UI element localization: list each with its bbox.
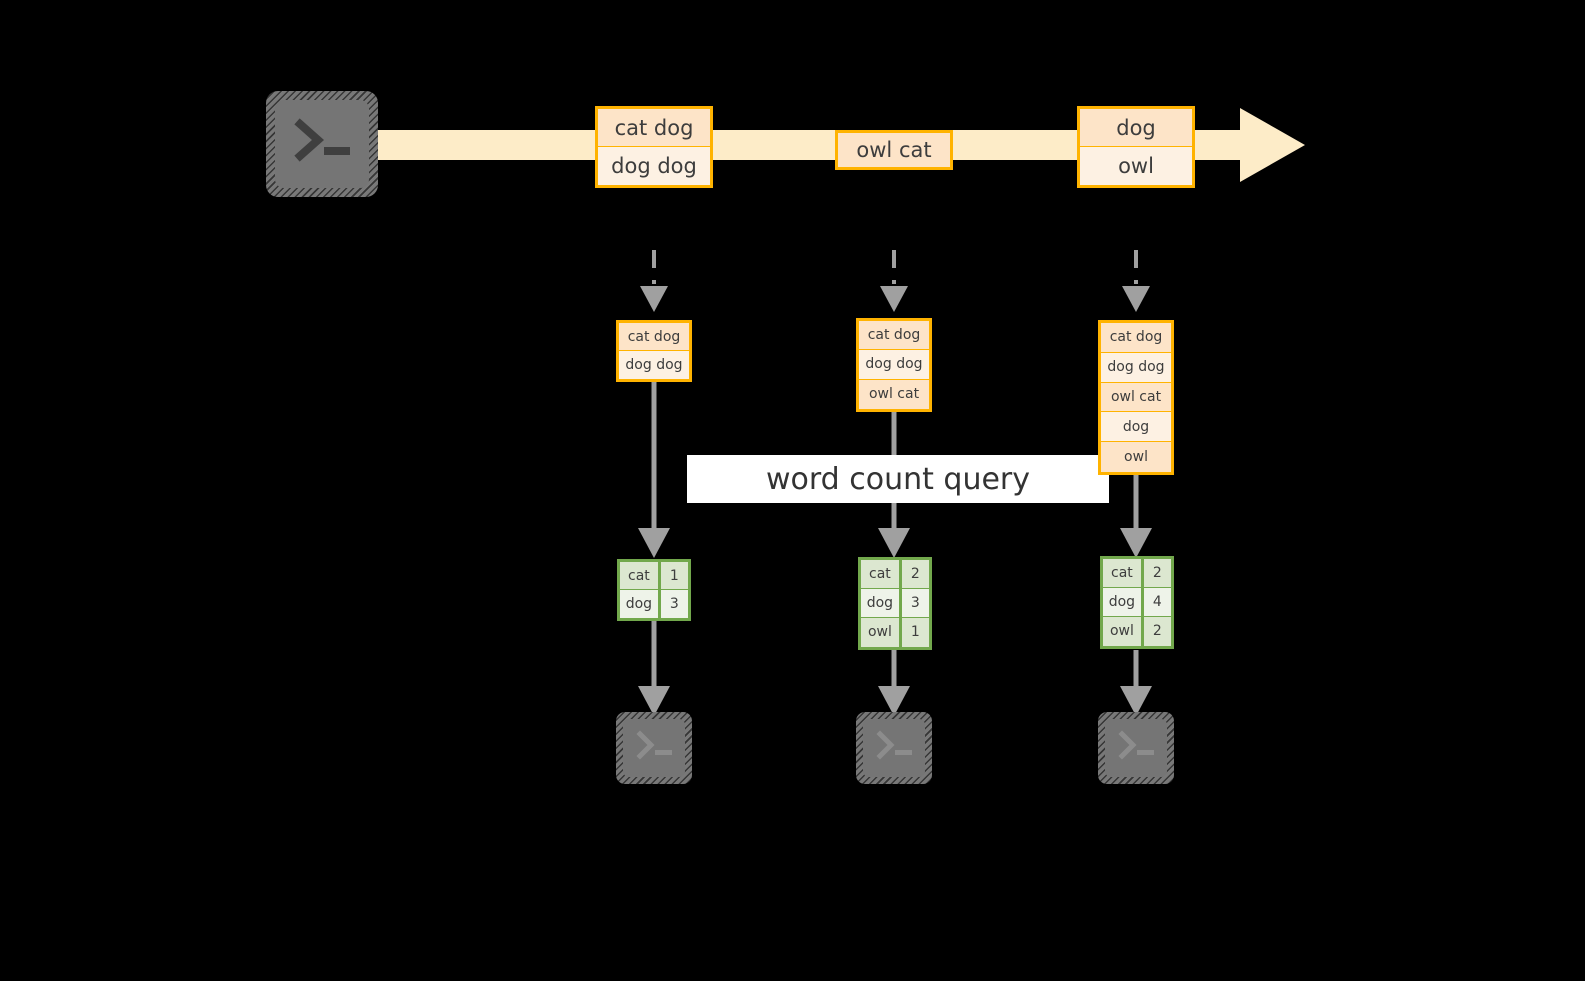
record-line: cat dog — [598, 109, 710, 147]
snapshot-line: owl cat — [859, 379, 929, 409]
terminal-prompt-glyph — [294, 118, 350, 162]
table-cell-count: 3 — [660, 590, 688, 618]
snapshot-line: cat dog — [859, 321, 929, 351]
table-cell-count: 4 — [1143, 588, 1171, 616]
table-row: owl 1 — [861, 617, 929, 647]
table-row: cat 2 — [1103, 559, 1171, 588]
snapshot-line: dog dog — [619, 351, 689, 379]
state-snapshot: cat dog dog dog owl cat dog owl — [1098, 320, 1174, 475]
terminal-screen — [863, 719, 925, 777]
word-count-result-table: cat 2 dog 3 owl 1 — [858, 557, 932, 650]
table-cell-word: dog — [620, 590, 661, 618]
snapshot-line: cat dog — [1101, 323, 1171, 353]
query-label: word count query — [687, 455, 1109, 503]
table-cell-count: 2 — [1143, 559, 1171, 587]
snapshot-line: owl — [1101, 442, 1171, 472]
record-line: owl cat — [838, 133, 950, 167]
table-cell-word: owl — [861, 617, 902, 647]
stream-record: cat dog dog dog — [595, 106, 713, 188]
stream-to-snapshot-connector — [1122, 250, 1150, 312]
query-label-text: word count query — [765, 461, 1031, 497]
record-line: dog dog — [598, 147, 710, 185]
snapshot-line: owl cat — [1101, 382, 1171, 413]
result-to-consumer-connector — [638, 620, 670, 716]
table-row: dog 4 — [1103, 588, 1171, 617]
stream-to-snapshot-connector — [640, 250, 668, 312]
state-snapshot: cat dog dog dog — [616, 320, 692, 382]
terminal-prompt-glyph — [1118, 730, 1154, 760]
snapshot-line: dog dog — [1101, 352, 1171, 383]
table-row: cat 1 — [620, 562, 688, 590]
word-count-result-table: cat 2 dog 4 owl 2 — [1100, 556, 1174, 649]
source-terminal-icon — [266, 91, 378, 197]
state-snapshot: cat dog dog dog owl cat — [856, 318, 932, 412]
table-cell-count: 3 — [901, 589, 929, 617]
table-cell-count: 2 — [1143, 616, 1171, 646]
terminal-prompt-glyph — [636, 730, 672, 760]
table-cell-word: owl — [1103, 616, 1144, 646]
table-cell-word: dog — [1103, 588, 1144, 616]
snapshot-to-result-connector — [638, 382, 670, 558]
table-cell-word: cat — [1103, 559, 1144, 587]
terminal-prompt-glyph — [876, 730, 912, 760]
table-cell-word: cat — [620, 562, 661, 589]
stream-record: dog owl — [1077, 106, 1195, 188]
word-count-result-table: cat 1 dog 3 — [617, 559, 691, 621]
table-cell-word: cat — [861, 560, 902, 588]
terminal-screen — [623, 719, 685, 777]
snapshot-line: dog dog — [859, 350, 929, 380]
consumer-terminal-icon — [1098, 712, 1174, 784]
table-cell-word: dog — [861, 589, 902, 617]
table-cell-count: 1 — [660, 562, 688, 589]
table-row: dog 3 — [861, 589, 929, 618]
record-line: dog — [1080, 109, 1192, 147]
snapshot-line: cat dog — [619, 323, 689, 351]
terminal-screen — [275, 100, 369, 188]
stream-record: owl cat — [835, 130, 953, 170]
terminal-screen — [1105, 719, 1167, 777]
record-line: owl — [1080, 147, 1192, 185]
table-row: dog 3 — [620, 590, 688, 618]
event-stream-arrow — [360, 108, 1305, 182]
table-row: owl 2 — [1103, 616, 1171, 646]
result-to-consumer-connector — [878, 650, 910, 716]
consumer-terminal-icon — [856, 712, 932, 784]
table-cell-count: 1 — [901, 617, 929, 647]
snapshot-to-result-connector — [1120, 474, 1152, 558]
consumer-terminal-icon — [616, 712, 692, 784]
result-to-consumer-connector — [1120, 650, 1152, 716]
table-cell-count: 2 — [901, 560, 929, 588]
stream-to-snapshot-connector — [880, 250, 908, 312]
table-row: cat 2 — [861, 560, 929, 589]
snapshot-line: dog — [1101, 412, 1171, 443]
